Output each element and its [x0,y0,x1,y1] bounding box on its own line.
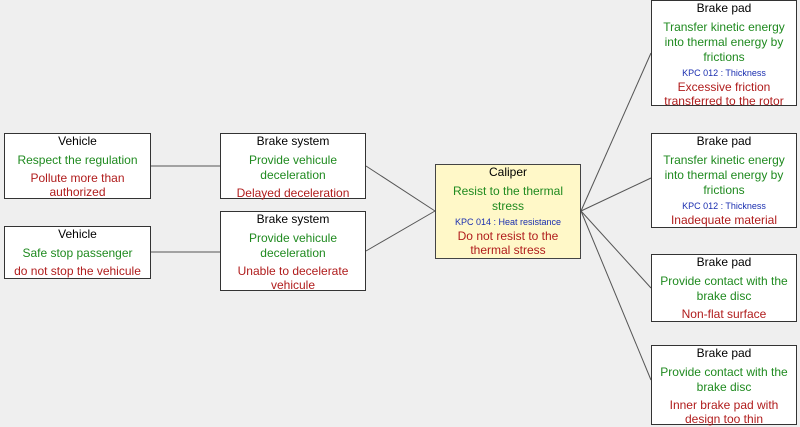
node-failure: Delayed deceleration [236,186,350,200]
node-failure: Do not resist to the thermal stress [457,229,559,257]
node-function: Provide contact with the brake disc [660,274,788,303]
node-title: Brake system [256,212,330,226]
node-title: Brake system [256,134,330,148]
node-title: Vehicle [58,134,97,148]
node-failure: do not stop the vehicule [14,264,141,278]
brake-system-node-2[interactable]: Brake system Provide vehicule decelerati… [220,211,366,292]
brake-system-node-1[interactable]: Brake system Provide vehicule decelerati… [220,133,366,200]
node-failure: Excessive friction transferred to the ro… [664,80,784,108]
link-caliper-pad2 [580,177,652,212]
node-failure: Unable to decelerate vehicule [237,264,349,292]
node-title: Vehicle [58,227,97,241]
node-function: Respect the regulation [17,153,138,167]
brake-pad-node-1[interactable]: Brake pad Transfer kinetic energy into t… [651,0,797,108]
node-function: Resist to the thermal stress [452,184,564,213]
link-brake2-caliper [365,210,436,252]
caliper-node[interactable]: Caliper Resist to the thermal stress KPC… [435,164,581,259]
link-caliper-pad3 [580,210,652,289]
node-function: Provide vehicule deceleration [248,153,338,182]
node-function: Transfer kinetic energy into thermal ene… [663,20,785,64]
brake-pad-node-3[interactable]: Brake pad Provide contact with the brake… [651,254,797,322]
node-failure: Pollute more than authorized [30,171,125,199]
node-function: Provide contact with the brake disc [660,365,788,394]
node-function: Safe stop passenger [22,246,133,260]
node-title: Brake pad [696,134,752,148]
brake-pad-node-4[interactable]: Brake pad Provide contact with the brake… [651,345,797,426]
vehicle-node-2[interactable]: Vehicle Safe stop passenger do not stop … [4,226,151,279]
node-failure: Non-flat surface [681,307,767,321]
node-title: Caliper [488,165,527,179]
node-title: Brake pad [696,1,752,15]
link-caliper-pad4 [580,210,652,381]
kpc-label: KPC 012 : Thickness [682,68,766,78]
node-failure: Inner brake pad with design too thin [669,398,779,426]
link-caliper-pad1 [580,52,652,212]
kpc-label: KPC 014 : Heat resistance [454,217,562,227]
link-brake1-caliper [365,165,436,212]
node-title: Brake pad [696,255,752,269]
node-function: Transfer kinetic energy into thermal ene… [663,153,785,197]
node-failure: Inadequate material [670,213,778,227]
node-function: Provide vehicule deceleration [248,231,338,260]
vehicle-node-1[interactable]: Vehicle Respect the regulation Pollute m… [4,133,151,199]
brake-pad-node-2[interactable]: Brake pad Transfer kinetic energy into t… [651,133,797,228]
node-title: Brake pad [696,346,752,360]
kpc-label: KPC 012 : Thickness [682,201,766,211]
